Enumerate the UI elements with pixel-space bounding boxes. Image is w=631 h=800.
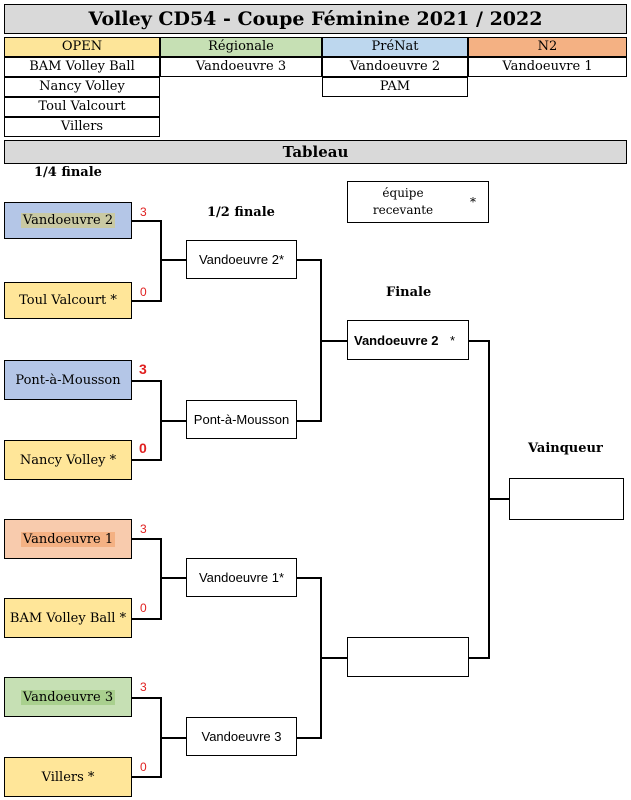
- n2-team-1: Vandoeuvre 1: [468, 57, 627, 77]
- connector: [320, 340, 347, 342]
- qf-team-1-label: Vandoeuvre 2: [20, 213, 116, 228]
- sf-team-1: Vandoeuvre 2*: [186, 240, 297, 279]
- regionale-team-1: Vandoeuvre 3: [160, 57, 322, 77]
- open-team-2: Nancy Volley: [4, 77, 160, 97]
- qf-team-3-label: Pont-à-Mousson: [15, 372, 121, 388]
- connector: [320, 657, 347, 659]
- winner-box: [509, 478, 624, 520]
- connector: [160, 577, 186, 579]
- qf-team-6-label: BAM Volley Ball *: [9, 610, 127, 626]
- legend-symbol: *: [470, 195, 476, 209]
- qf-team-2-label: Toul Valcourt *: [19, 293, 117, 308]
- qf-team-4: Nancy Volley *: [4, 440, 132, 480]
- connector: [297, 737, 322, 739]
- sf-team-3: Vandoeuvre 1*: [186, 558, 297, 597]
- sf-team-2: Pont-à-Mousson: [186, 400, 297, 439]
- qf-team-3: Pont-à-Mousson: [4, 360, 132, 400]
- legend-box: équipe recevante *: [347, 181, 489, 223]
- connector: [488, 498, 509, 500]
- connector: [132, 776, 162, 778]
- legend-text-line2: recevante: [372, 203, 434, 217]
- category-header-open: OPEN: [4, 37, 160, 57]
- open-team-1: BAM Volley Ball: [4, 57, 160, 77]
- connector: [160, 737, 186, 739]
- sf-team-4: Vandoeuvre 3: [186, 717, 297, 756]
- connector: [132, 380, 162, 382]
- connector: [160, 259, 186, 261]
- round-label-quarter: 1/4 finale: [34, 165, 102, 180]
- connector: [469, 340, 490, 342]
- connector: [132, 697, 162, 699]
- legend-text-line1: équipe: [382, 186, 424, 200]
- connector: [160, 220, 162, 302]
- connector: [297, 577, 322, 579]
- connector: [297, 420, 322, 422]
- final-team-top: Vandoeuvre 2 *: [347, 320, 469, 360]
- qf-team-1: Vandoeuvre 2: [4, 202, 132, 239]
- qf-score-4: 0: [139, 440, 147, 456]
- prenat-team-1: Vandoeuvre 2: [322, 57, 468, 77]
- qf-score-1: 3: [140, 205, 147, 219]
- category-header-regionale: Régionale: [160, 37, 322, 57]
- category-header-n2: N2: [468, 37, 627, 57]
- qf-score-7: 3: [140, 680, 147, 694]
- round-label-final: Finale: [386, 285, 432, 300]
- final-team-bottom: [347, 637, 469, 677]
- connector: [160, 538, 162, 620]
- final-team-top-label: Vandoeuvre 2: [354, 332, 439, 348]
- connector: [132, 300, 162, 302]
- open-team-3: Toul Valcourt: [4, 97, 160, 117]
- final-team-top-star: *: [450, 332, 456, 348]
- qf-team-7: Vandoeuvre 3: [4, 677, 132, 717]
- qf-score-3: 3: [139, 361, 147, 377]
- category-header-prenat: PréNat: [322, 37, 468, 57]
- connector: [469, 657, 490, 659]
- connector: [297, 259, 322, 261]
- qf-team-8: Villers *: [4, 757, 132, 797]
- qf-team-5-label: Vandoeuvre 1: [20, 531, 116, 547]
- qf-score-2: 0: [140, 285, 147, 299]
- prenat-team-2: PAM: [322, 77, 468, 97]
- connector: [132, 220, 162, 222]
- qf-team-4-label: Nancy Volley *: [19, 452, 117, 468]
- round-label-semi: 1/2 finale: [207, 205, 275, 220]
- qf-team-5: Vandoeuvre 1: [4, 519, 132, 559]
- qf-team-8-label: Villers *: [41, 769, 95, 785]
- connector: [132, 459, 162, 461]
- open-team-4: Villers: [4, 117, 160, 137]
- qf-score-5: 3: [140, 522, 147, 536]
- connector: [160, 420, 186, 422]
- qf-team-6: BAM Volley Ball *: [4, 598, 132, 638]
- qf-score-8: 0: [140, 760, 147, 774]
- connector: [132, 618, 162, 620]
- qf-team-2: Toul Valcourt *: [4, 282, 132, 319]
- qf-team-7-label: Vandoeuvre 3: [20, 689, 116, 705]
- section-title: Tableau: [4, 140, 627, 164]
- round-label-winner: Vainqueur: [528, 441, 603, 456]
- connector: [132, 538, 162, 540]
- page-title: Volley CD54 - Coupe Féminine 2021 / 2022: [4, 4, 627, 34]
- qf-score-6: 0: [140, 601, 147, 615]
